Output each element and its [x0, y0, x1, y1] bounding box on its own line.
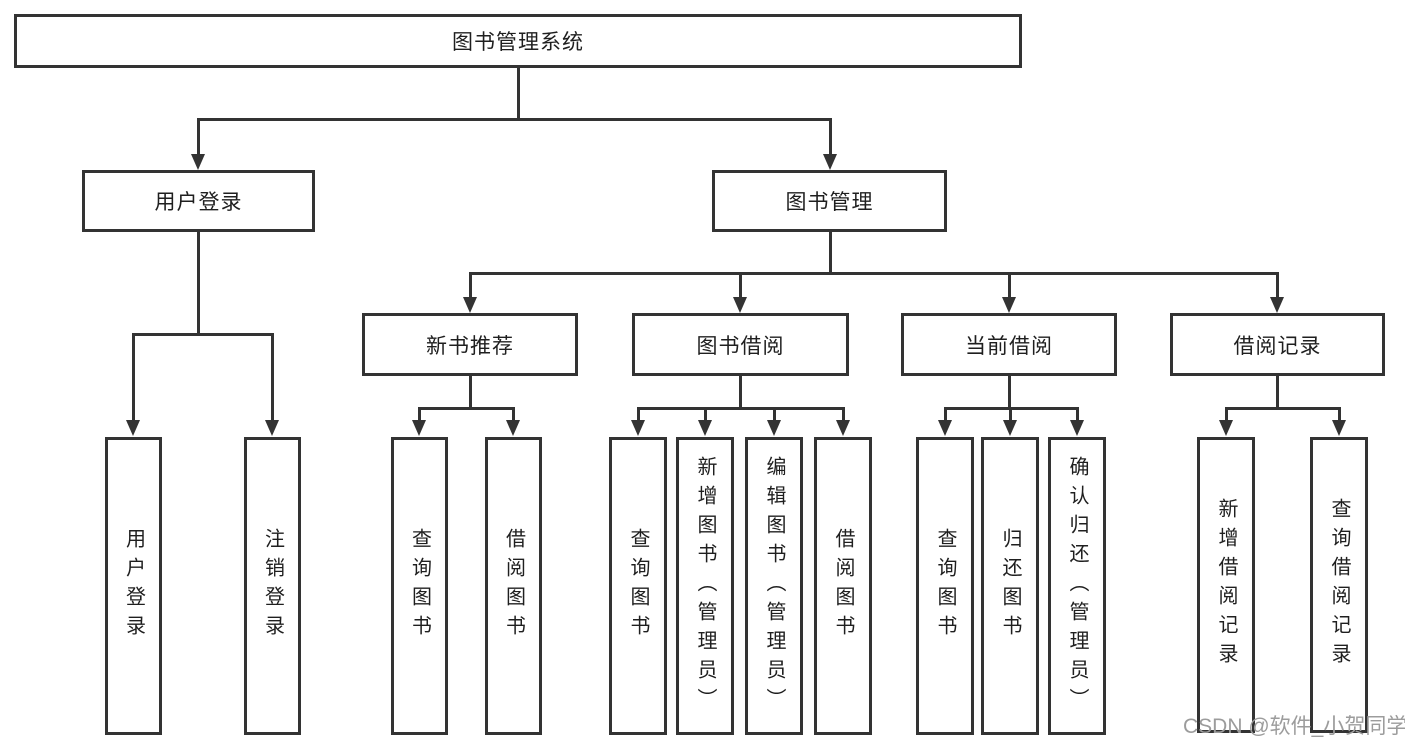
connector-vline — [637, 407, 640, 422]
node-leaf-borrow-books: 借阅图书 — [485, 437, 542, 735]
connector-vline — [517, 68, 520, 118]
node-leaf-query-books-3: 查询图书 — [916, 437, 974, 735]
connector-vline — [1276, 376, 1279, 407]
node-leaf-confirm-return-admin: 确认归还（管理员） — [1048, 437, 1106, 735]
arrow-down-icon — [1002, 297, 1016, 313]
arrow-down-icon — [823, 154, 837, 170]
node-leaf-query-books: 查询图书 — [391, 437, 448, 735]
connector-hline — [637, 407, 844, 410]
arrow-down-icon — [698, 420, 712, 436]
connector-vline — [197, 232, 200, 333]
connector-vline — [704, 407, 707, 422]
watermark: CSDN @软件_小贺同学 — [1183, 715, 1405, 738]
arrow-down-icon — [1219, 420, 1233, 436]
connector-vline — [829, 232, 832, 272]
node-borrowing-records: 借阅记录 — [1170, 313, 1385, 376]
node-new-book-recommendation: 新书推荐 — [362, 313, 578, 376]
node-book-borrowing: 图书借阅 — [632, 313, 849, 376]
arrow-down-icon — [126, 420, 140, 436]
node-leaf-add-books-admin: 新增图书（管理员） — [676, 437, 734, 735]
connector-hline — [132, 333, 273, 336]
connector-hline — [469, 272, 1278, 275]
connector-hline — [197, 118, 831, 121]
connector-hline — [418, 407, 514, 410]
connector-vline — [739, 376, 742, 407]
arrow-down-icon — [631, 420, 645, 436]
arrow-down-icon — [412, 420, 426, 436]
node-leaf-edit-books-admin: 编辑图书（管理员） — [745, 437, 803, 735]
connector-vline — [132, 333, 135, 422]
node-book-management: 图书管理 — [712, 170, 947, 232]
arrow-down-icon — [463, 297, 477, 313]
node-leaf-return-books: 归还图书 — [981, 437, 1039, 735]
node-leaf-add-borrow-record: 新增借阅记录 — [1197, 437, 1255, 733]
node-user-login: 用户登录 — [82, 170, 315, 232]
arrow-down-icon — [506, 420, 520, 436]
arrow-down-icon — [836, 420, 850, 436]
node-current-borrowing: 当前借阅 — [901, 313, 1117, 376]
arrow-down-icon — [1332, 420, 1346, 436]
arrow-down-icon — [767, 420, 781, 436]
node-leaf-query-books-2: 查询图书 — [609, 437, 667, 735]
node-leaf-query-borrow-record: 查询借阅记录 — [1310, 437, 1368, 733]
connector-vline — [1338, 407, 1341, 422]
connector-vline — [1009, 407, 1012, 422]
connector-vline — [829, 118, 832, 158]
node-leaf-borrow-books-2: 借阅图书 — [814, 437, 872, 735]
connector-vline — [1076, 407, 1079, 422]
connector-vline — [469, 272, 472, 298]
connector-vline — [773, 407, 776, 422]
arrow-down-icon — [191, 154, 205, 170]
connector-vline — [1225, 407, 1228, 422]
arrow-down-icon — [265, 420, 279, 436]
node-library-management-system: 图书管理系统 — [14, 14, 1022, 68]
arrow-down-icon — [733, 297, 747, 313]
connector-vline — [418, 407, 421, 422]
connector-vline — [739, 272, 742, 298]
node-leaf-user-login: 用户登录 — [105, 437, 162, 735]
connector-vline — [197, 118, 200, 158]
arrow-down-icon — [1070, 420, 1084, 436]
connector-vline — [271, 333, 274, 422]
connector-vline — [1008, 376, 1011, 407]
arrow-down-icon — [1270, 297, 1284, 313]
connector-vline — [1276, 272, 1279, 298]
connector-vline — [944, 407, 947, 422]
node-leaf-logout: 注销登录 — [244, 437, 301, 735]
connector-vline — [512, 407, 515, 422]
connector-vline — [469, 376, 472, 407]
connector-vline — [842, 407, 845, 422]
connector-hline — [1225, 407, 1340, 410]
connector-vline — [1008, 272, 1011, 298]
arrow-down-icon — [938, 420, 952, 436]
arrow-down-icon — [1003, 420, 1017, 436]
